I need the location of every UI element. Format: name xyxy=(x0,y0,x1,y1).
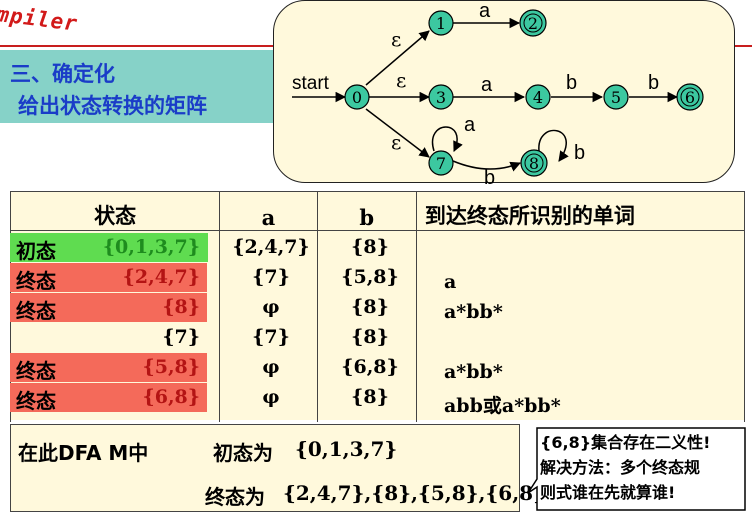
row-highlight xyxy=(10,263,207,292)
row-highlight xyxy=(10,293,207,322)
svg-text:5: 5 xyxy=(611,88,621,107)
loop-8 xyxy=(538,129,569,162)
svg-text:1: 1 xyxy=(436,14,446,33)
svg-text:0: 0 xyxy=(352,88,362,107)
svg-text:2: 2 xyxy=(528,14,538,33)
svg-text:7: 7 xyxy=(436,154,446,173)
row-label: 终态 xyxy=(16,359,56,383)
state-1: 1 xyxy=(428,10,454,36)
ambiguity-callout xyxy=(527,427,746,511)
svg-text:4: 4 xyxy=(533,88,543,107)
row-highlight xyxy=(10,233,208,262)
row-state-set: {8} xyxy=(162,296,200,318)
col-header-b: b xyxy=(316,191,417,231)
callout-line1: {6,8}集合存在二义性! xyxy=(540,433,711,452)
row-highlight xyxy=(10,383,207,412)
row-state-set: {7} xyxy=(162,326,200,348)
state-2: 2 xyxy=(519,9,547,37)
label-e77: a xyxy=(464,114,476,136)
col-header-a: a xyxy=(219,191,318,231)
summary-initial-value: {0,1,3,7} xyxy=(295,437,398,461)
row-cell-b: {5,8} xyxy=(341,266,399,288)
col-header-word: 到达终态所识别的单词 xyxy=(415,191,746,231)
transition-table: 状态 a b 到达终态所识别的单词 初态 {0,1,3,7} {2,4,7} {8} 终… xyxy=(9,191,746,422)
row-cell-a: {7} xyxy=(252,266,290,288)
label-e45: b xyxy=(566,72,577,94)
label-e34: a xyxy=(481,74,493,96)
summary-final-label: 终态为 xyxy=(205,485,265,509)
state-0: 0 xyxy=(344,84,370,110)
svg-text:8: 8 xyxy=(529,154,539,173)
state-7: 7 xyxy=(428,150,454,176)
state-5: 5 xyxy=(603,84,629,110)
row-label: 初态 xyxy=(16,239,56,263)
summary-final-value: {2,4,7},{8},{5,8},{6,8} xyxy=(283,481,546,505)
col-a-body xyxy=(219,230,318,422)
label-e12: a xyxy=(479,1,491,22)
edge-7-8 xyxy=(452,160,521,172)
row-cell-b: {8} xyxy=(351,326,389,348)
state-8: 8 xyxy=(520,149,548,177)
state-6: 6 xyxy=(676,83,704,111)
row-label: 终态 xyxy=(16,389,56,413)
col-header-state: 状态 xyxy=(9,191,221,231)
slide-title-line2: 给出状态转换的矩阵 xyxy=(18,94,207,118)
state-3: 3 xyxy=(428,84,454,110)
row-state-set: {2,4,7} xyxy=(122,266,200,288)
start-label: start xyxy=(292,73,330,94)
label-e03: ε xyxy=(396,68,406,92)
row-cell-a: φ xyxy=(262,386,280,408)
row-word: abb或a*bb* xyxy=(444,395,561,417)
edge-0-7 xyxy=(365,108,430,158)
row-cell-b: {6,8} xyxy=(341,356,399,378)
callout-line2: 解决方法：多个终态规 xyxy=(540,458,701,477)
label-e88: b xyxy=(574,142,585,164)
summary-box xyxy=(10,424,520,512)
row-highlight xyxy=(10,353,207,382)
summary-prefix: 在此DFA M中 xyxy=(18,441,149,465)
row-word: a xyxy=(444,271,457,293)
nfa-graph: start ε ε ε a a b b a b b 0 1 2 3 xyxy=(292,1,704,184)
label-e56: b xyxy=(648,72,659,94)
callout-text: {6,8}集合存在二义性! 解决方法：多个终态规 则式谁在先就算谁! xyxy=(540,430,740,505)
row-word: a*bb* xyxy=(444,361,503,383)
col-b-body xyxy=(316,230,417,422)
row-label: 终态 xyxy=(16,299,56,323)
row-cell-a: {2,4,7} xyxy=(232,236,310,258)
nfa-diagram: start ε ε ε a a b b a b b 0 1 2 3 xyxy=(273,0,735,184)
edge-0-1 xyxy=(365,30,430,86)
row-word: a*bb* xyxy=(444,301,503,323)
loop-7 xyxy=(431,126,463,152)
callout-line3: 则式谁在先就算谁! xyxy=(540,483,676,502)
slide-title-box xyxy=(0,50,275,123)
row-cell-b: {8} xyxy=(351,386,389,408)
col-word-body xyxy=(415,230,746,422)
label-e78: b xyxy=(484,167,495,184)
summary-initial-label: 初态为 xyxy=(213,441,273,465)
row-cell-b: {8} xyxy=(351,236,389,258)
row-label: 终态 xyxy=(16,269,56,293)
course-brand-text: mpiler xyxy=(0,2,80,36)
label-e01: ε xyxy=(391,27,401,51)
row-cell-a: φ xyxy=(262,296,280,318)
row-cell-a: φ xyxy=(262,356,280,378)
row-cell-a: {7} xyxy=(252,326,290,348)
svg-text:6: 6 xyxy=(685,88,695,107)
row-state-set: {5,8} xyxy=(142,356,201,378)
row-state-set: {6,8} xyxy=(142,386,201,408)
slide-title-line1: 三、确定化 xyxy=(10,62,115,86)
state-4: 4 xyxy=(525,84,551,110)
row-cell-b: {8} xyxy=(351,296,389,318)
row-state-set: {0,1,3,7} xyxy=(102,236,200,258)
label-e07: ε xyxy=(391,130,401,154)
svg-text:3: 3 xyxy=(436,88,446,107)
